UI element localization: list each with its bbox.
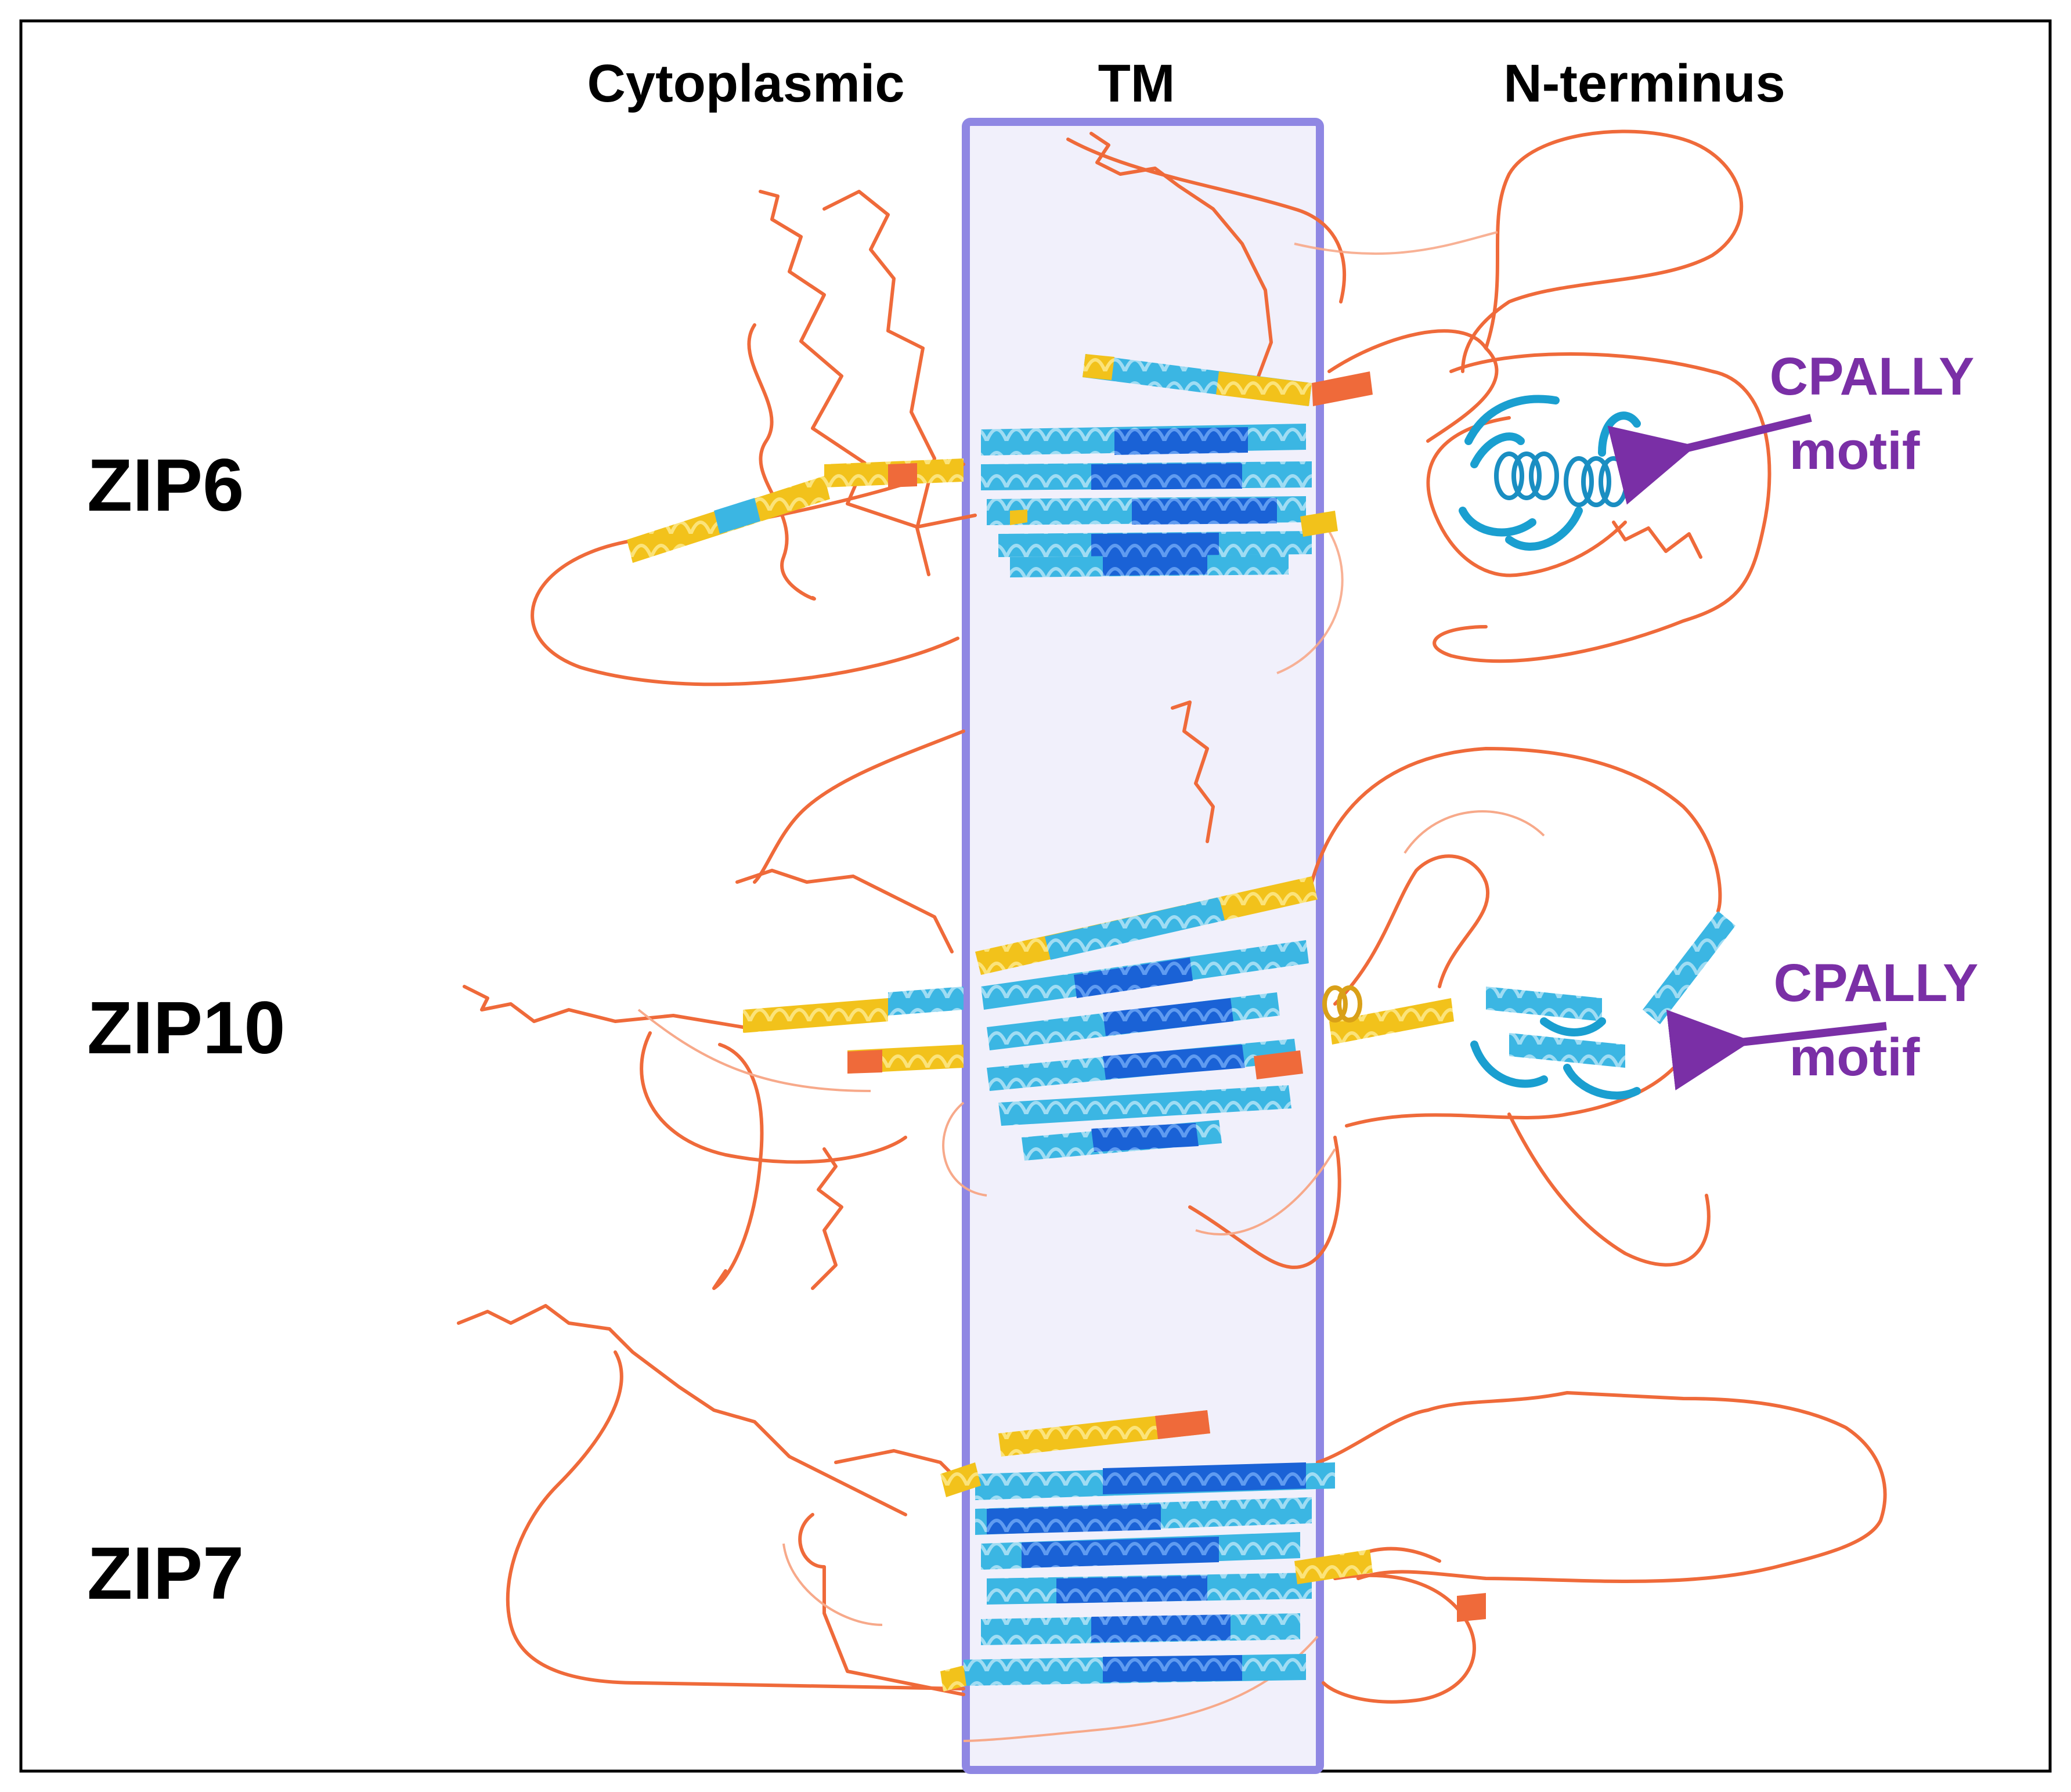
annotation-zip6-cpally: CPALLY motif: [1607, 347, 1975, 505]
protein-label-zip10: ZIP10: [87, 987, 286, 1070]
zip6-structure: [531, 129, 1771, 687]
annotation-zip10-line1: CPALLY: [1774, 953, 1979, 1013]
annotation-arrow-zip6: [1607, 414, 1812, 505]
region-label-tm: TM: [1098, 54, 1175, 113]
protein-label-zip7: ZIP7: [87, 1532, 244, 1615]
annotation-zip6-line2: motif: [1789, 421, 1920, 480]
annotation-zip10-cpally: CPALLY motif: [1666, 953, 1979, 1090]
zip7-structure: [457, 1304, 1887, 1742]
annotation-zip6-line1: CPALLY: [1770, 347, 1975, 406]
protein-label-zip6: ZIP6: [87, 444, 244, 527]
region-label-cytoplasmic: Cytoplasmic: [587, 54, 904, 113]
annotation-zip10-line2: motif: [1789, 1028, 1920, 1087]
annotation-arrow-zip10: [1666, 1009, 1887, 1090]
region-label-n-terminus: N-terminus: [1503, 54, 1785, 113]
